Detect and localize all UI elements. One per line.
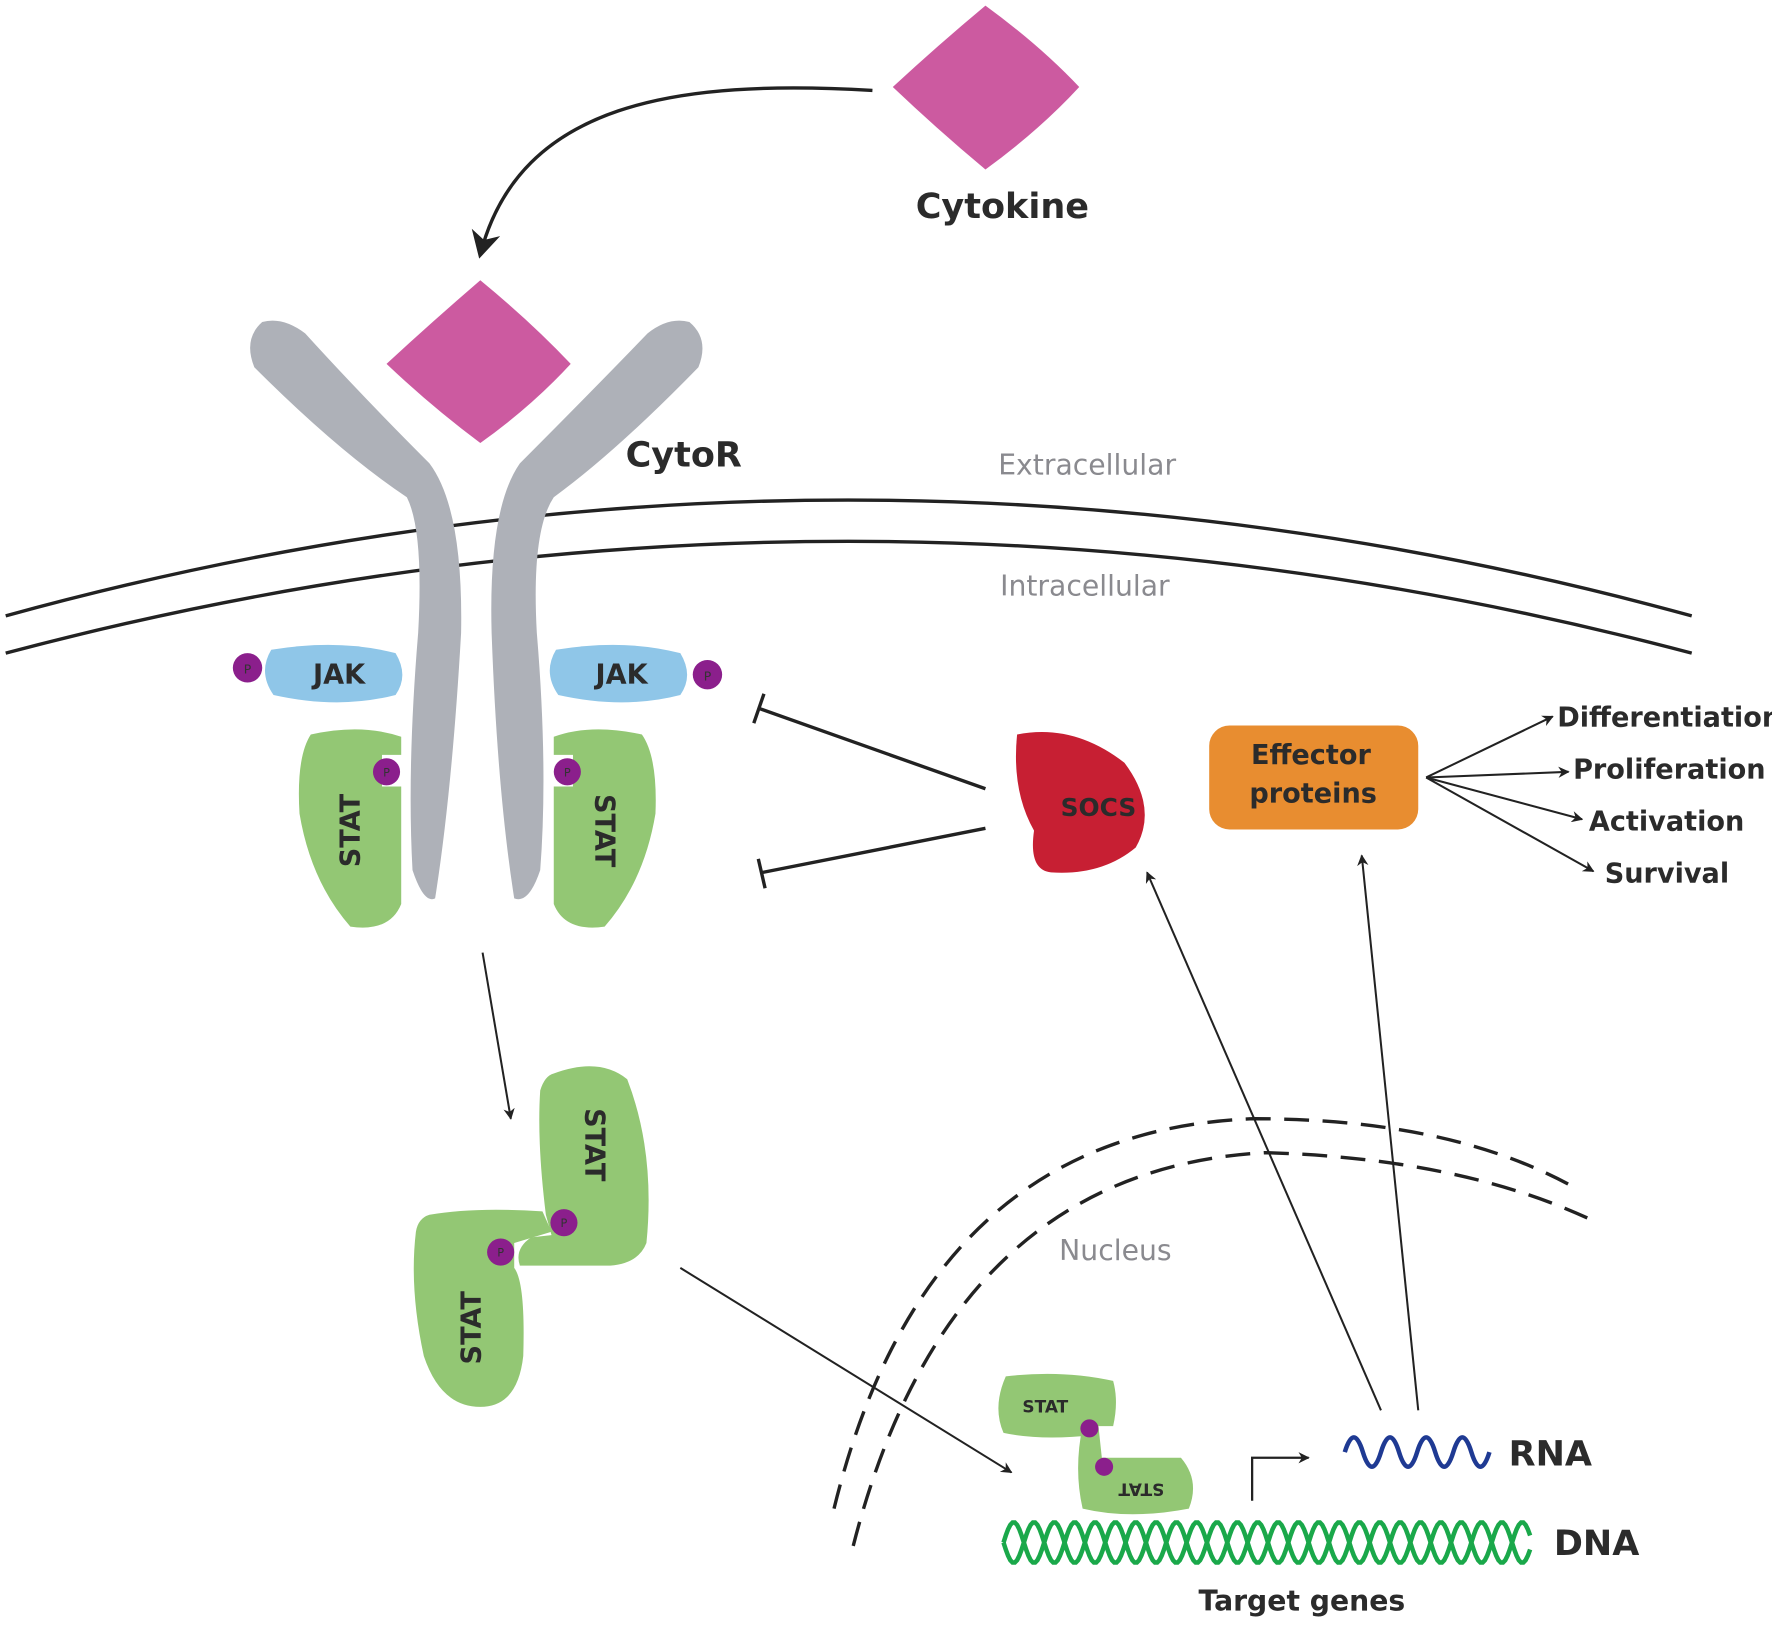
cytokine-label: Cytokine — [916, 186, 1089, 227]
nuclear-stat-dimer: STAT STAT — [998, 1373, 1194, 1515]
dna-strand-2 — [1001, 1520, 1533, 1565]
nucleus-label: Nucleus — [1059, 1234, 1171, 1267]
dna-helix — [1001, 1520, 1533, 1565]
svg-text:JAK: JAK — [594, 660, 649, 691]
outcome-activation: Activation — [1589, 807, 1744, 838]
jak-left: JAK P — [232, 644, 403, 703]
svg-text:STAT: STAT — [335, 793, 366, 867]
inhibition-lines — [752, 693, 987, 889]
svg-text:P: P — [704, 668, 712, 683]
dimerization-arrow — [481, 952, 515, 1120]
effector-proteins-box — [1209, 725, 1419, 830]
jak-right: JAK P — [549, 644, 723, 703]
svg-text:JAK: JAK — [311, 660, 366, 691]
socs-label: SOCS — [1061, 793, 1137, 822]
cytokine-shape — [892, 5, 1080, 170]
translation-arrow-socs — [1145, 871, 1382, 1411]
stat-left: P STAT — [298, 729, 402, 928]
membrane-outer — [5, 498, 1693, 618]
extracellular-label: Extracellular — [998, 449, 1176, 482]
svg-text:P: P — [497, 1247, 504, 1260]
svg-text:STAT: STAT — [578, 1108, 609, 1182]
rna-label: RNA — [1509, 1434, 1592, 1475]
socs-shape — [1015, 732, 1145, 873]
outcome-differentiation: Differentiation — [1557, 703, 1772, 734]
effector-label-line1: Effector — [1251, 740, 1372, 771]
svg-text:STAT: STAT — [1118, 1480, 1164, 1500]
outcome-arrows — [1425, 715, 1595, 873]
transcription-arrow — [1251, 1452, 1310, 1501]
cytokine-receptor — [250, 320, 703, 900]
target-genes-label: Target genes — [1198, 1584, 1405, 1617]
svg-text:P: P — [564, 766, 571, 779]
binding-arrow — [471, 86, 873, 259]
effector-label-line2: proteins — [1249, 778, 1376, 809]
receptor-label: CytoR — [626, 435, 742, 476]
svg-text:STAT: STAT — [589, 794, 620, 868]
nuclear-envelope — [832, 1117, 1589, 1547]
outcome-proliferation: Proliferation — [1573, 755, 1765, 786]
svg-text:P: P — [561, 1217, 568, 1230]
stat-dimer: P P STAT STAT — [413, 1066, 649, 1407]
nuclear-translocation-arrow — [679, 1267, 1013, 1474]
stat-right: P STAT — [553, 729, 656, 928]
membrane-inner — [5, 539, 1693, 655]
translation-arrow-effector — [1357, 854, 1420, 1411]
svg-text:STAT: STAT — [1022, 1397, 1068, 1417]
svg-text:STAT: STAT — [456, 1291, 487, 1365]
rna-strand — [1342, 1435, 1492, 1470]
svg-text:P: P — [383, 766, 390, 779]
outcome-survival: Survival — [1605, 859, 1729, 890]
dna-label: DNA — [1554, 1523, 1639, 1564]
intracellular-label: Intracellular — [1000, 570, 1170, 603]
svg-text:P: P — [244, 662, 252, 677]
bound-cytokine-shape — [386, 280, 571, 443]
